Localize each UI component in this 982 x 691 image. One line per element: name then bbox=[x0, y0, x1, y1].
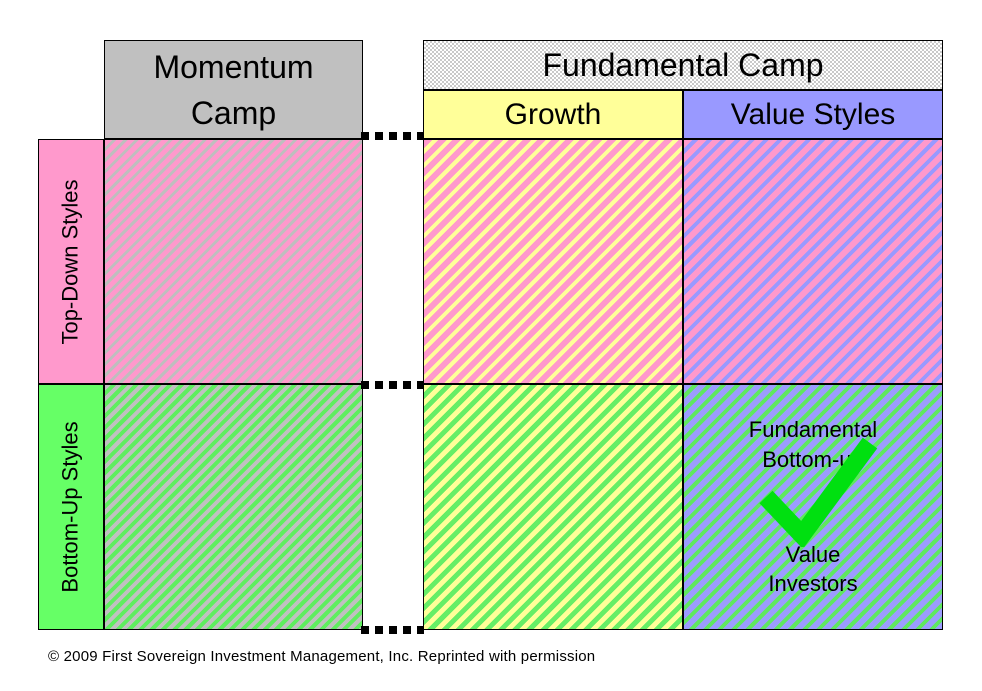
dotted-connector-middle bbox=[361, 381, 424, 389]
growth-column-header: Growth bbox=[423, 90, 683, 139]
cell-growth-top-down bbox=[423, 139, 683, 384]
fundamental-camp-header: Fundamental Camp bbox=[423, 40, 943, 90]
dotted-connector-bottom bbox=[361, 626, 424, 634]
cell-growth-bottom-up bbox=[423, 384, 683, 630]
value-styles-column-header: Value Styles bbox=[683, 90, 943, 139]
checkmark-icon bbox=[754, 435, 880, 549]
momentum-camp-header: Momentum Camp bbox=[104, 40, 363, 139]
cell-value-top-down bbox=[683, 139, 943, 384]
top-down-row-label-text: Top-Down Styles bbox=[58, 178, 84, 345]
bottom-up-row-label-text: Bottom-Up Styles bbox=[58, 421, 84, 593]
momentum-camp-header-label: Momentum Camp bbox=[153, 48, 314, 131]
copyright-text: © 2009 First Sovereign Investment Manage… bbox=[48, 648, 596, 665]
top-down-row-label: Top-Down Styles bbox=[38, 139, 104, 384]
highlight-label-bottom: Value Investors bbox=[768, 542, 858, 596]
growth-column-header-label: Growth bbox=[504, 97, 602, 131]
value-styles-column-header-label: Value Styles bbox=[730, 97, 896, 131]
cell-momentum-bottom-up bbox=[104, 384, 363, 630]
cell-value-bottom-up: Fundamental Bottom-up Value Investors bbox=[683, 384, 943, 630]
dotted-connector-top bbox=[361, 132, 424, 140]
bottom-up-row-label: Bottom-Up Styles bbox=[38, 384, 104, 630]
cell-momentum-top-down bbox=[104, 139, 363, 384]
fundamental-camp-header-label: Fundamental Camp bbox=[542, 46, 824, 83]
